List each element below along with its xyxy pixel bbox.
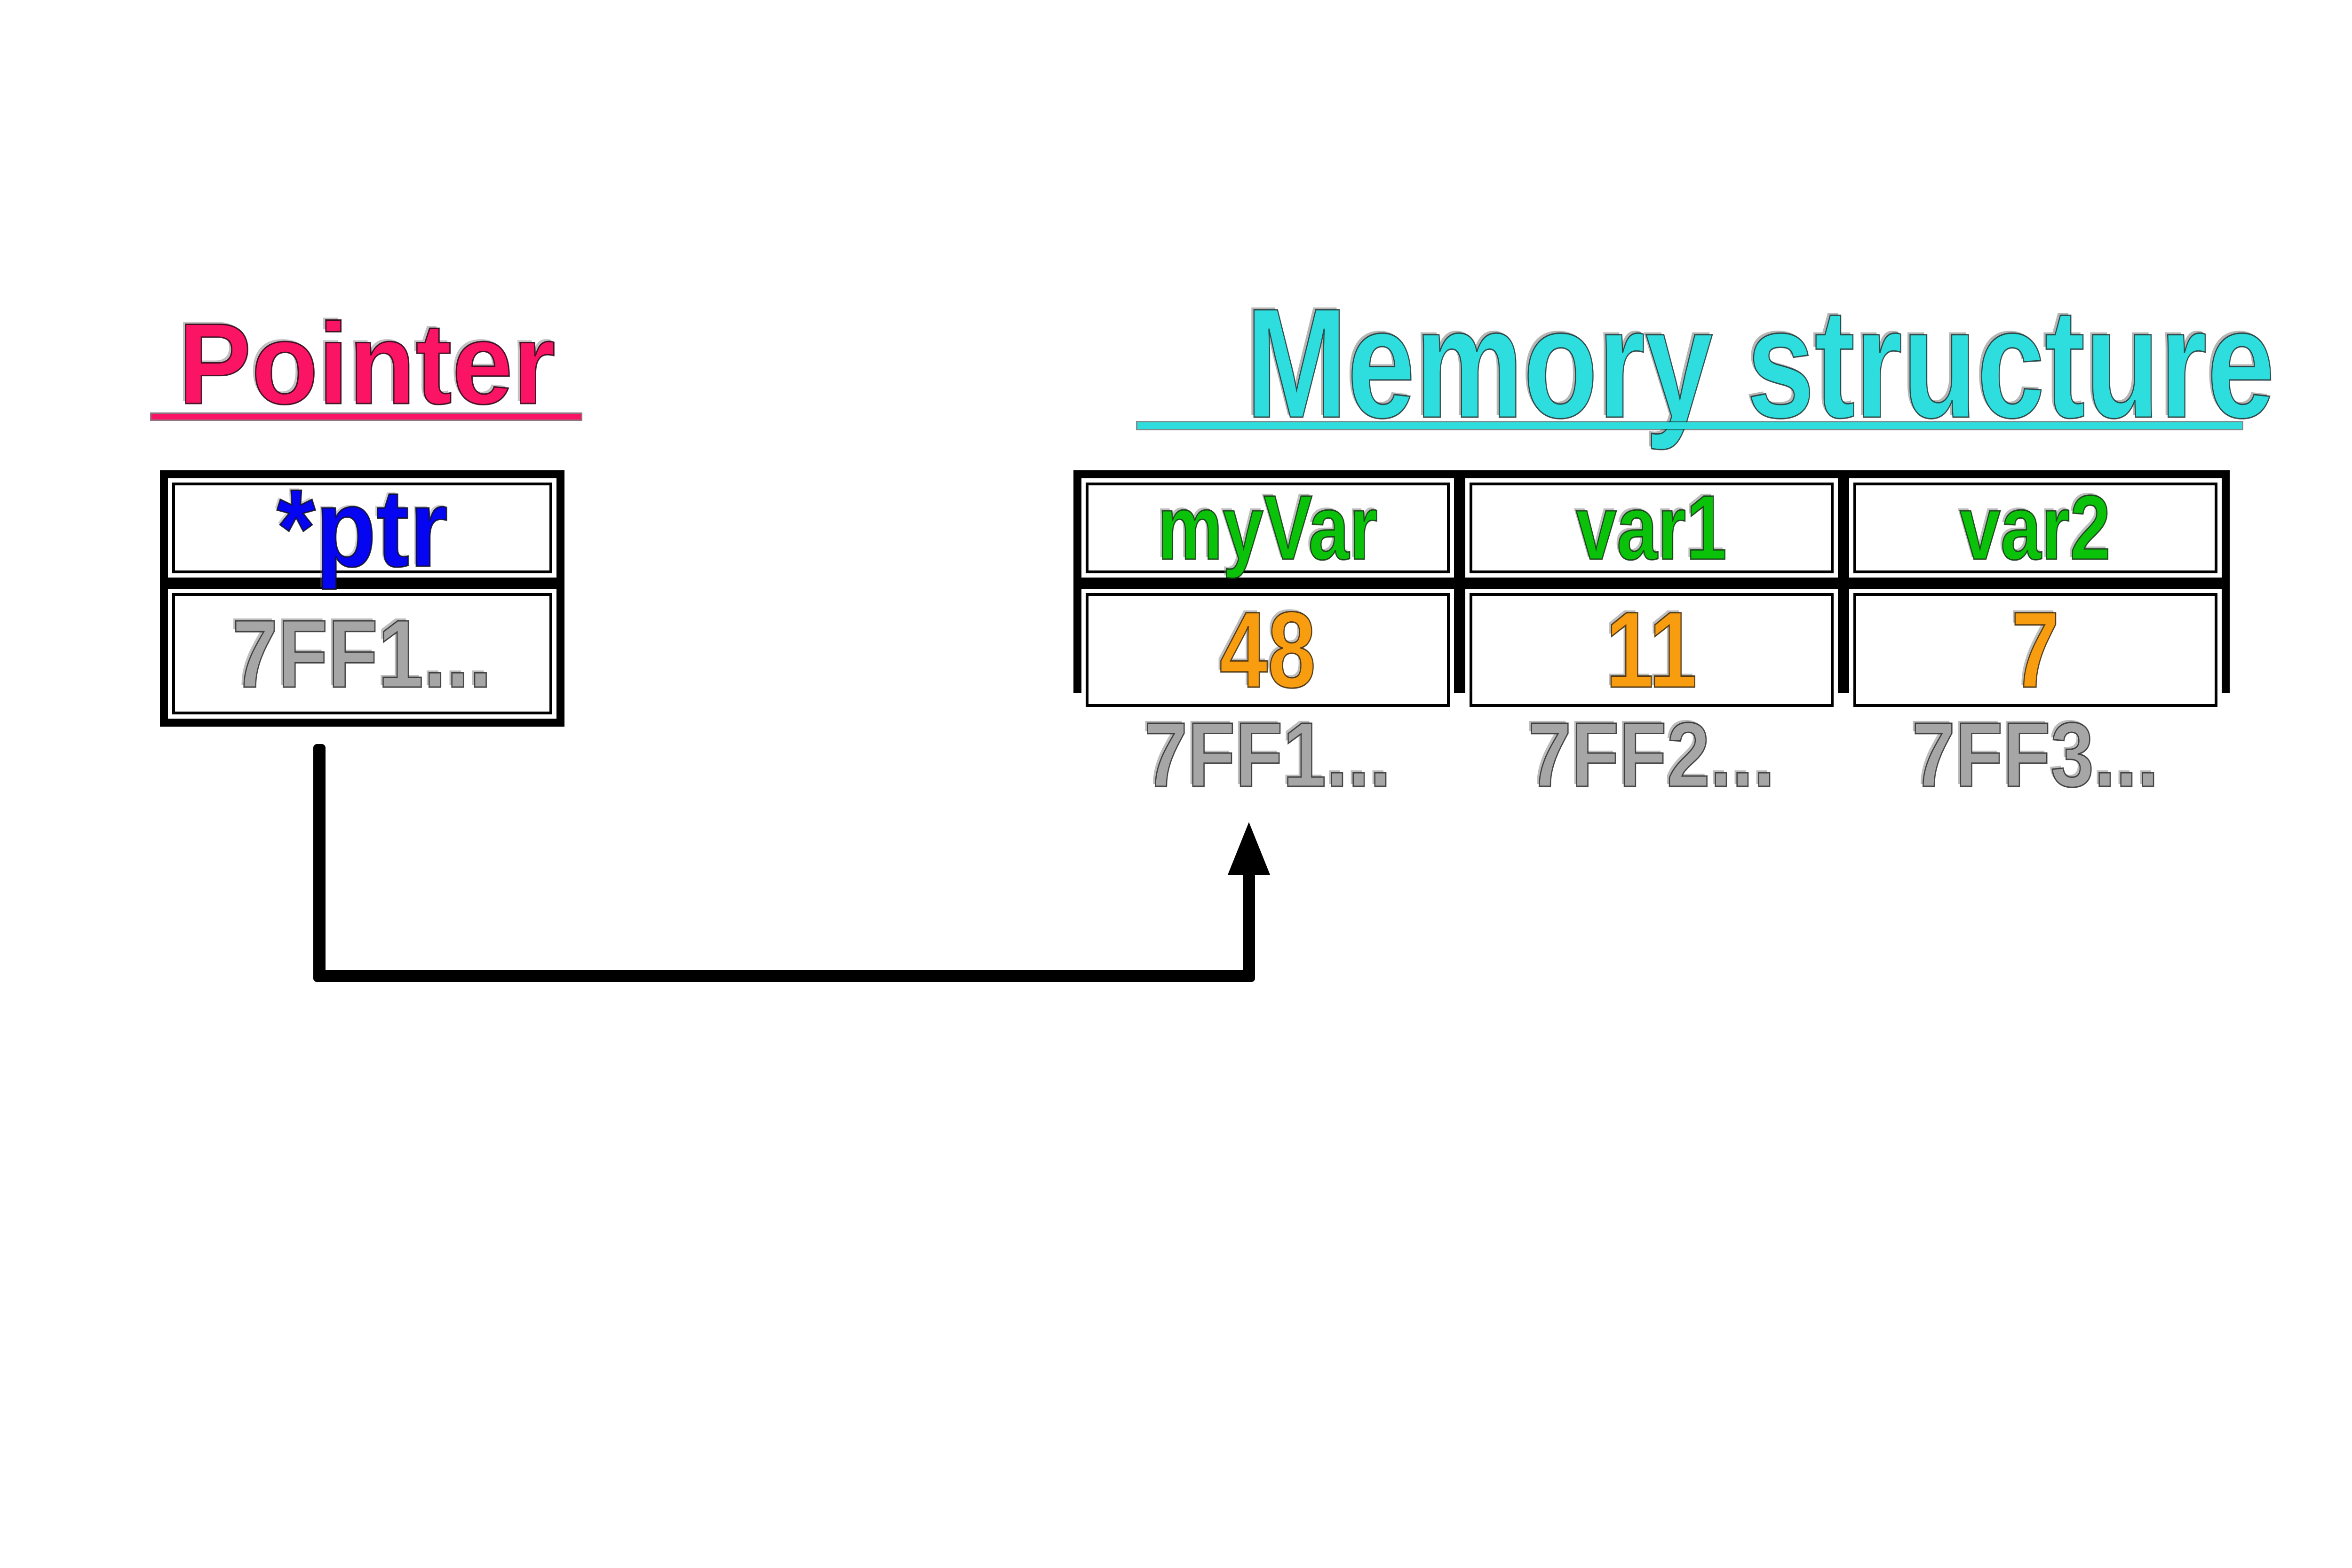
memory-value-cell: 48 [1086,593,1450,707]
variable-name-label: var2 [1959,476,2111,579]
arrow-segment-down [313,744,326,982]
pointer-box: *ptr 7FF1... [160,470,564,727]
pointer-title-underline [151,414,581,420]
memory-section-title: Memory structure [1101,285,2275,450]
memory-value-cell: 11 [1470,593,1834,707]
memory-table: myVar var1 var2 48 11 7 [1073,470,2230,707]
arrow-segment-up [1243,872,1255,982]
memory-title-text: Memory structure [1245,276,2275,451]
pointer-section-title: Pointer [141,299,593,428]
pointer-name-cell: *ptr [172,472,552,584]
variable-value-label: 11 [1605,589,1698,710]
memory-address-row: 7FF1... 7FF2... 7FF3... [1073,704,2230,806]
memory-value-cell: 7 [1853,593,2217,707]
pointer-title-text: Pointer [178,299,556,428]
memory-title-underline [1137,422,2242,429]
variable-value-label: 7 [2011,589,2060,710]
variable-value-label: 48 [1219,589,1316,710]
variable-name-label: var1 [1575,476,1727,579]
memory-address-label: 7FF1... [1144,704,1392,806]
memory-address-label: 7FF2... [1527,704,1776,806]
arrow-segment-across [313,970,1255,982]
memory-header-cell: var2 [1853,476,2217,579]
arrow-head [1228,822,1270,875]
memory-address-label: 7FF3... [1911,704,2160,806]
pointer-name-label: *ptr [276,466,449,590]
memory-header-cell: var1 [1470,476,1834,579]
pointer-address-label: 7FF1... [232,600,493,708]
variable-name-label: myVar [1157,476,1379,579]
pointer-address-cell: 7FF1... [172,593,552,714]
memory-header-cell: myVar [1086,476,1450,579]
